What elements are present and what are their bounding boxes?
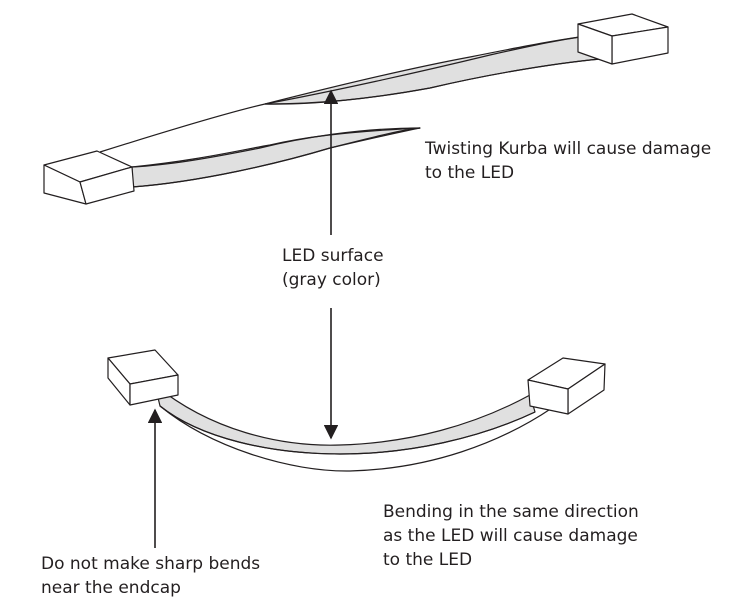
twisted-strip	[99, 32, 613, 188]
bending-warning-note: Bending in the same direction as the LED…	[383, 500, 639, 572]
endcap-bottom-left	[107, 349, 179, 406]
endcap-top-right	[577, 13, 669, 65]
endcap-warning-line-1: Do not make sharp bends	[41, 554, 261, 574]
bending-warning-line-2: as the LED will cause damage	[383, 526, 638, 546]
twisted-strip-edge-2	[131, 127, 421, 188]
endcap-warning-line-2: near the endcap	[41, 578, 181, 598]
bent-strip-side-edge	[159, 405, 536, 455]
bent-strip-led-surface	[154, 384, 536, 455]
endcap-top-left	[43, 150, 135, 205]
twisted-strip-edge-1	[99, 32, 613, 153]
bent-strip	[154, 384, 553, 472]
bent-strip-outer-edge	[159, 405, 553, 472]
twisted-strip-edge-3	[131, 127, 421, 168]
endcap-bottom-right	[527, 357, 606, 415]
led-surface-label-line-2: (gray color)	[282, 270, 381, 290]
twisting-warning-note: Twisting Kurba will cause damage to the …	[425, 137, 711, 185]
bending-warning-line-1: Bending in the same direction	[383, 502, 639, 522]
twisting-warning-line-1: Twisting Kurba will cause damage	[425, 139, 712, 159]
led-surface-label-line-1: LED surface	[282, 246, 384, 266]
endcap-warning-note: Do not make sharp bends near the endcap	[41, 552, 260, 600]
led-surface-label: LED surface (gray color)	[282, 244, 384, 292]
bending-warning-line-3: to the LED	[383, 550, 473, 570]
twisted-strip-edge-4	[264, 57, 613, 105]
twisting-warning-line-2: to the LED	[425, 163, 515, 183]
